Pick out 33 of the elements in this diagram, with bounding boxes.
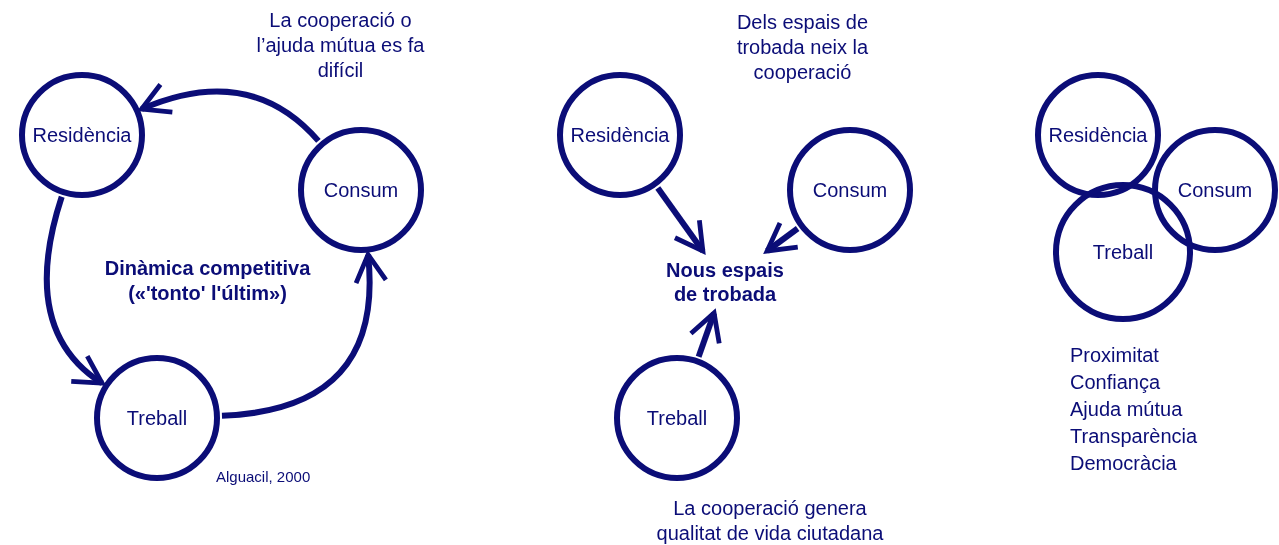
list-item: Ajuda mútua [1070, 397, 1184, 422]
center-text: Dinàmica competitiva («'tonto' l'últim») [103, 256, 312, 306]
list-item: Transparència [1070, 424, 1199, 449]
node-label: Consum [1177, 178, 1253, 202]
node-label: Consum [323, 178, 399, 202]
citation-text: Alguacil, 2000 [216, 468, 312, 487]
node-label: Treball [646, 406, 708, 430]
circle-node [1035, 72, 1161, 198]
arrow [764, 220, 801, 254]
list-item: Democràcia [1070, 451, 1178, 476]
circle-node [614, 355, 740, 481]
arrow [688, 310, 722, 358]
node-label: Residència [32, 123, 132, 147]
arrow [221, 252, 388, 419]
caption-text: La cooperació genera qualitat de vida ciutadana [655, 496, 885, 545]
circle-node [787, 127, 913, 253]
circle-node [557, 72, 683, 198]
circle-node [19, 72, 145, 198]
arrow [139, 82, 321, 143]
circle-node [298, 127, 424, 253]
node-label: Residència [1048, 123, 1148, 147]
arrow [655, 186, 706, 254]
arrow [43, 195, 105, 386]
meeting-space-label: Nous espais de trobada [665, 258, 785, 306]
caption-text: La cooperació o l’ajuda mútua es fa difícil [255, 8, 426, 83]
node-label: Consum [812, 178, 888, 202]
caption-text: Dels espais de trobada neix la cooperació [735, 10, 870, 85]
list-item: Confiança [1070, 370, 1162, 395]
node-label: Treball [126, 406, 188, 430]
node-label: Residència [570, 123, 670, 147]
list-item: Proximitat [1070, 343, 1160, 368]
circle-node [1152, 127, 1278, 253]
node-label: Treball [1092, 240, 1154, 264]
